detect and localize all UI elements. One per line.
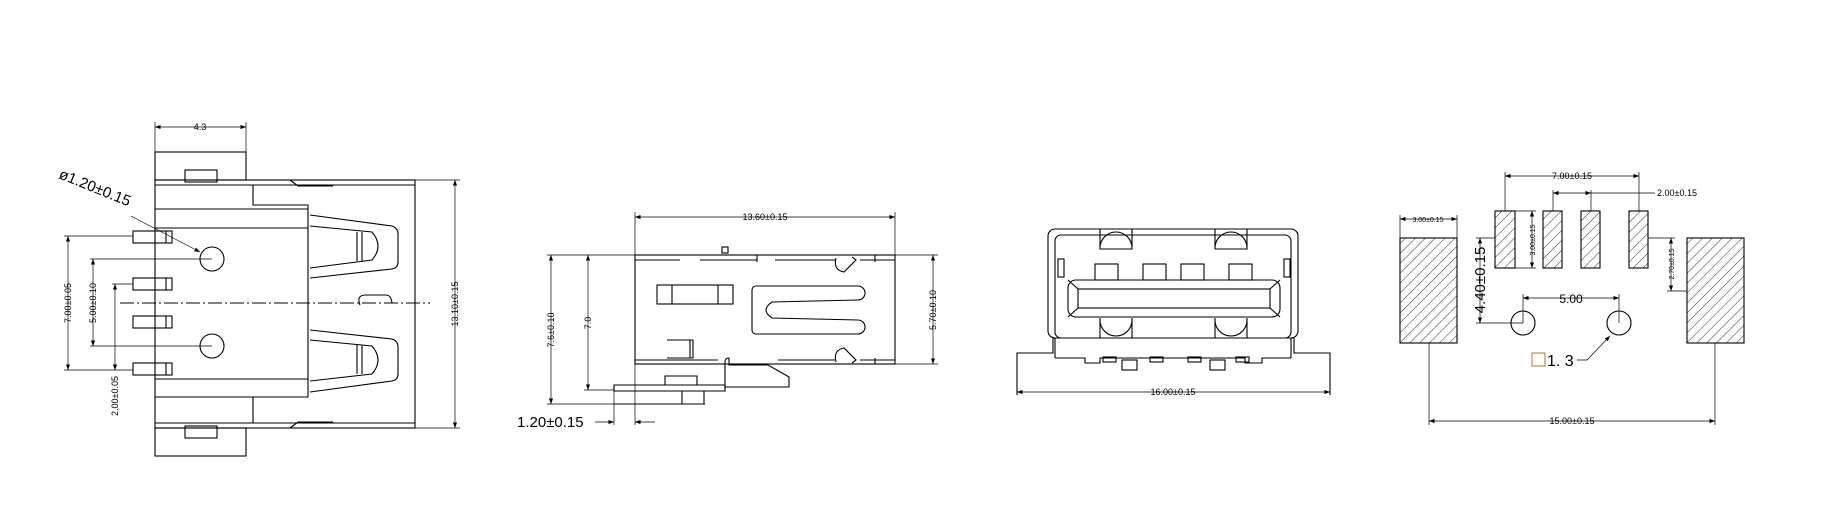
dim-hole-pitch-label: 5.00±0.10 [88,283,98,323]
dim-pin-span-label: 7.00±0.05 [63,283,73,323]
dim-hole-offset-label: 4.40±0.15 [1472,247,1489,314]
shell-pad [1399,237,1458,344]
dim-signal-length-label: 3.00±0.15 [1530,224,1537,255]
dim-pad-width-label: 3.00±0.15 [1412,217,1443,224]
dim-pad-offset-label: 2.70±0.15 [1669,248,1676,279]
signal-pad [1628,210,1649,269]
dim-flange-width-label: 16.00±0.15 [1151,387,1196,397]
dim-length-label: 13.60±0.15 [743,212,788,222]
signal-pad [1494,210,1516,269]
front-view: 16.00±0.15 [1016,228,1331,397]
side-view: 13.60±0.15 7.6±0.10 7.0 5.70±0.10 1.20±0… [517,212,938,431]
square-symbol-icon [1531,352,1546,367]
dim-hole-size-label: 1. 3 [1547,353,1574,370]
dim-pad-span-label: 15.00±0.15 [1550,416,1595,426]
dim-hole-pitch-label: 5.00 [1559,292,1583,306]
pcb-footprint-view: 7.00±0.15 2.00±0.15 3.00±0.15 3.00±0.15 … [1399,171,1745,426]
dim-width-label: 4.3 [194,122,207,132]
dim-pin-pitch-label: 2.00±0.05 [110,376,120,416]
dim-body-height-label: 5.70±0.10 [928,290,938,330]
dim-height-label: 7.0 [583,317,593,330]
signal-pad [1580,210,1601,269]
dim-signal-pitch-label: 2.00±0.15 [1657,188,1697,198]
signal-pad [1542,210,1563,269]
dim-total-width-label: 13.10±0.15 [450,282,460,327]
dim-total-height-label: 7.6±0.10 [546,313,556,348]
top-view: 4.3 ø1.20±0.15 7.00±0.05 5.00±0.10 2.00±… [57,122,460,457]
shell-pad [1686,237,1745,344]
dim-hole-diameter-label: ø1.20±0.15 [57,166,134,210]
dim-offset-label: 1.20±0.15 [517,414,584,431]
dim-signal-span-label: 7.00±0.15 [1552,171,1592,181]
